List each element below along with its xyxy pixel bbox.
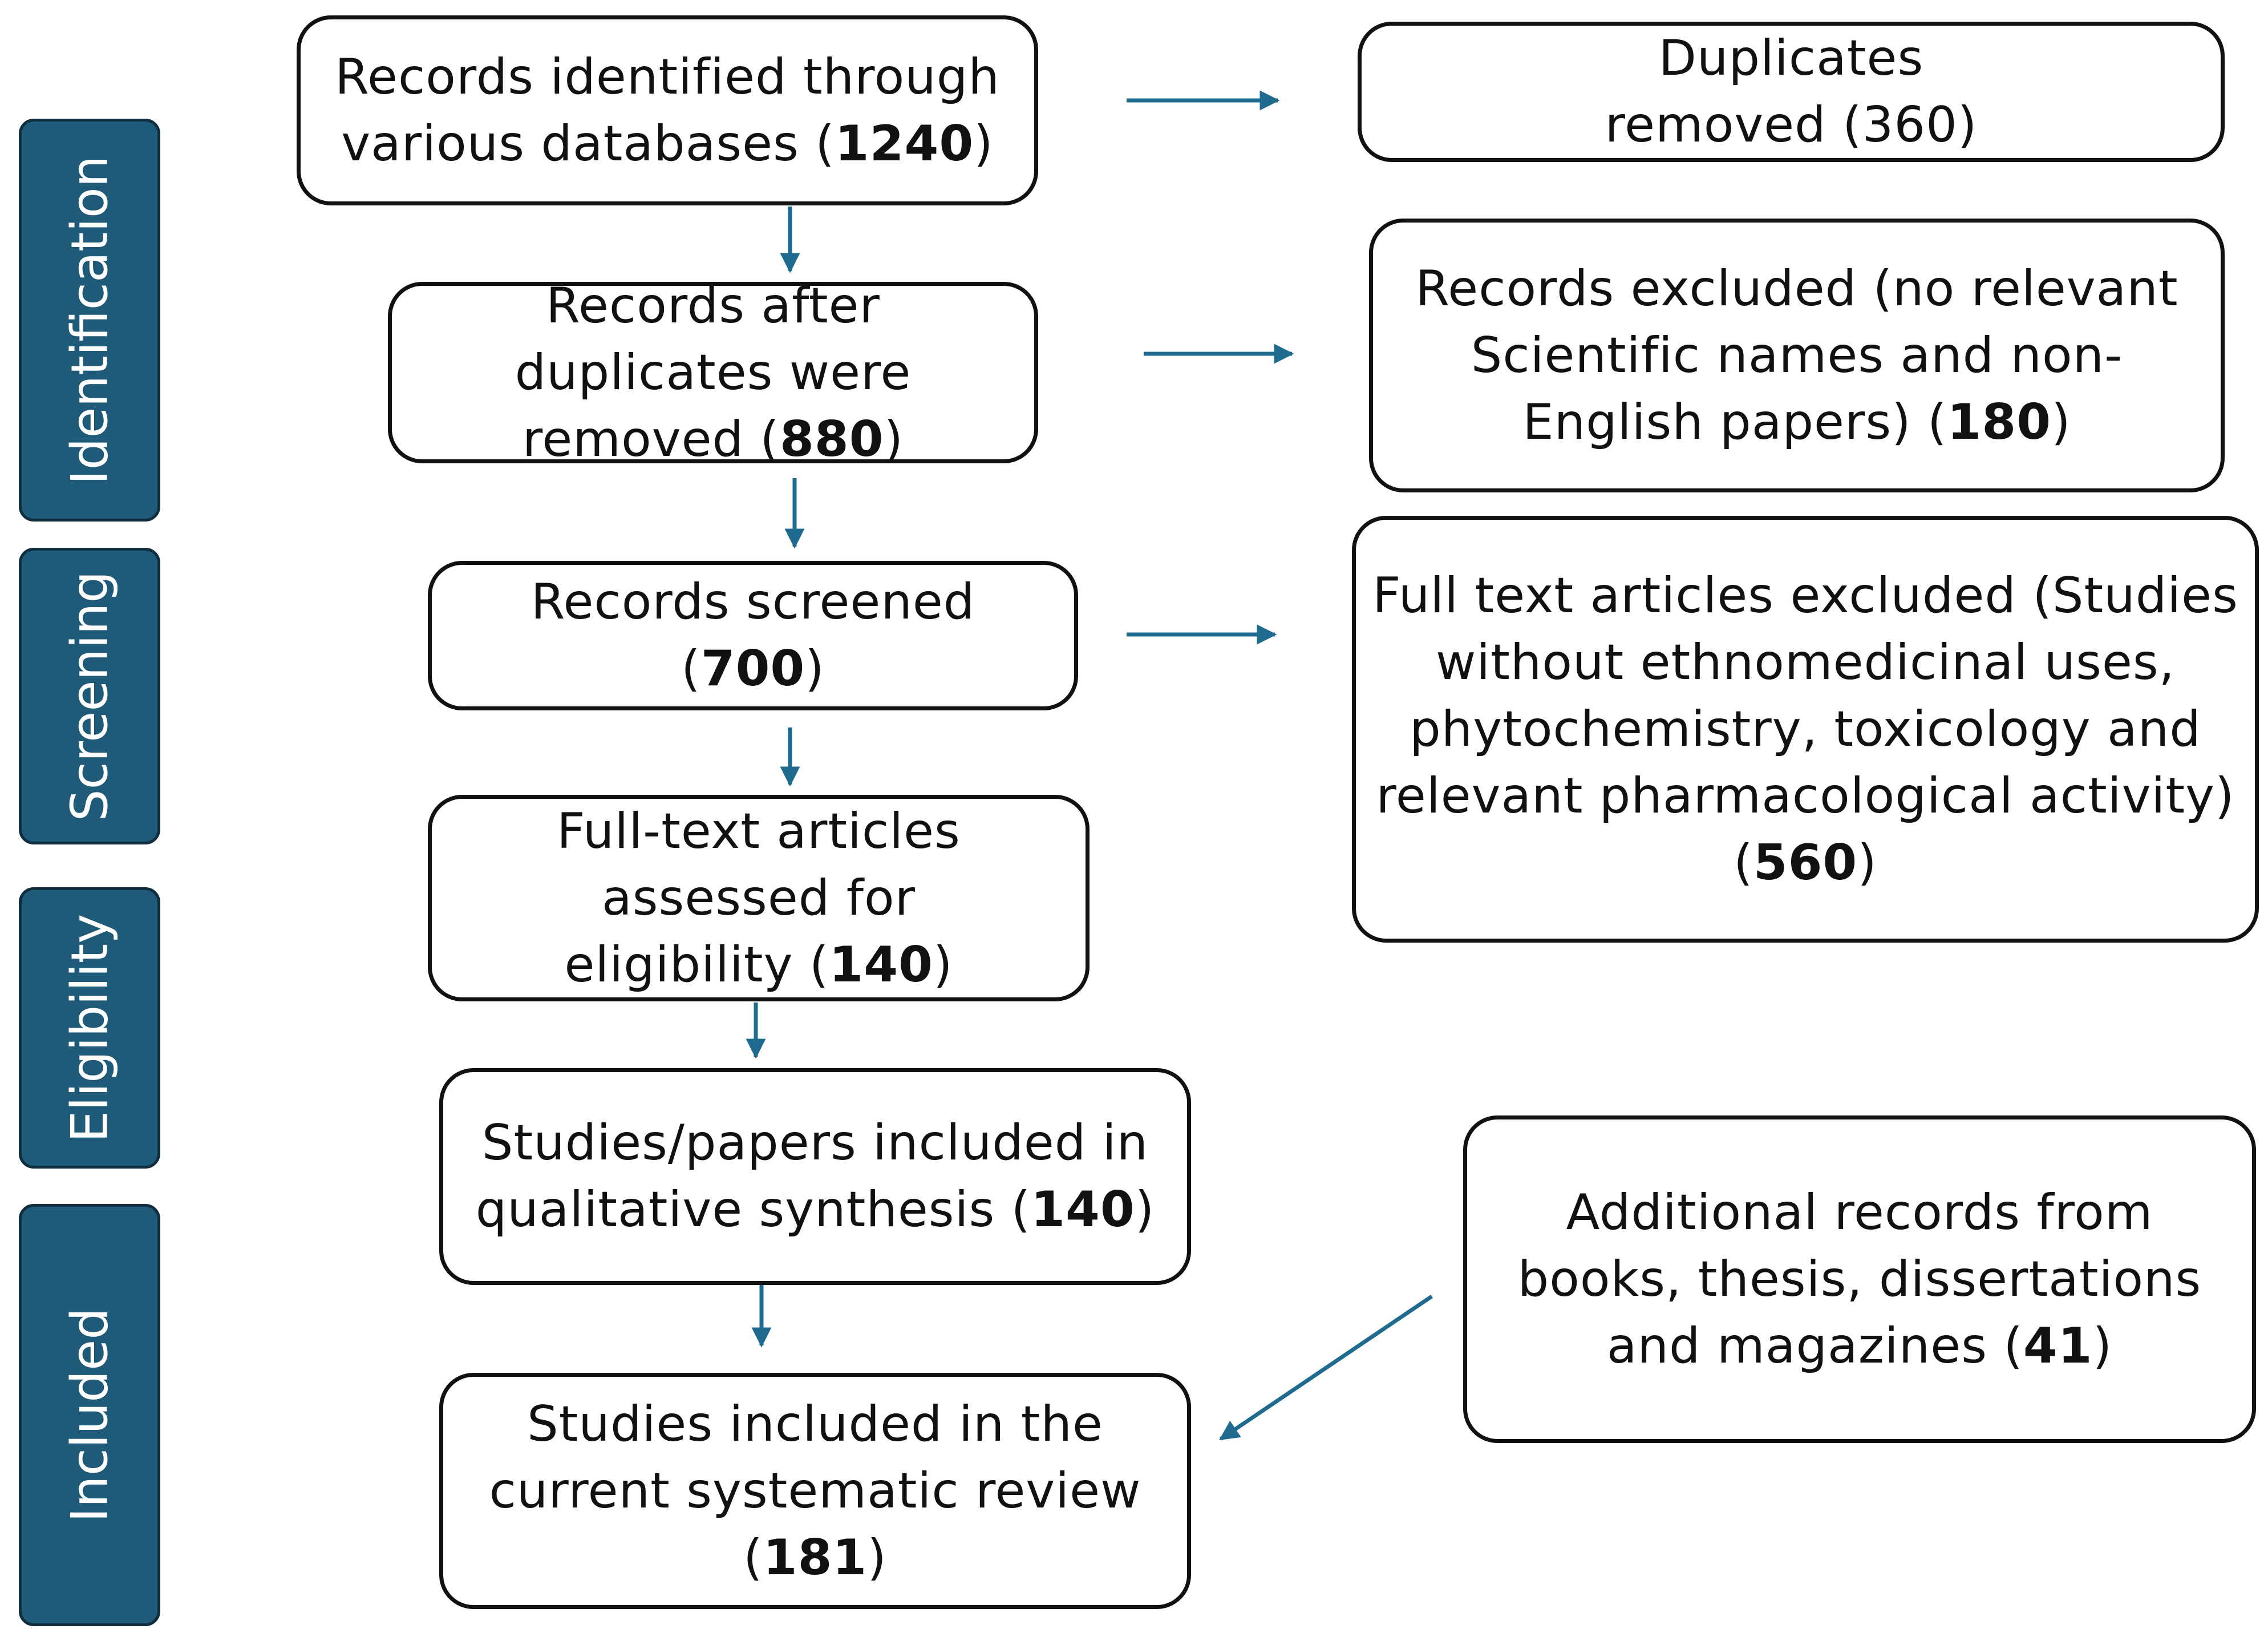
full-text-excluded-count: 560	[1753, 834, 1858, 891]
records-identified-text: Records identified through various datab…	[335, 48, 1000, 172]
full-text-assessed-box: Full-text articles assessed for eligibil…	[428, 795, 1090, 1001]
duplicates-removed-box: Duplicates removed (360)	[1358, 22, 2225, 162]
full-text-excluded-box: Full text articles excluded (Studies wit…	[1352, 516, 2259, 943]
additional-records-box: Additional records from books, thesis, d…	[1463, 1115, 2256, 1443]
stage-identification: Identification	[19, 119, 160, 522]
duplicates-removed-text: Duplicates removed (360)	[1605, 30, 1978, 153]
records-identified-box: Records identified through various datab…	[297, 15, 1038, 205]
additional-records-text: Additional records from books, thesis, d…	[1517, 1183, 2202, 1375]
full-text-assessed-count: 140	[829, 936, 933, 993]
full-text-excluded-text: Full text articles excluded (Studies wit…	[1372, 567, 2238, 891]
records-screened-box: Records screened (700)	[428, 561, 1078, 710]
records-screened-text: Records screened (700)	[530, 573, 975, 697]
additional-records-count: 41	[2023, 1317, 2093, 1375]
current-review-text: Studies included in the current systemat…	[489, 1395, 1141, 1586]
arrow-additional-to-current-review	[1219, 1295, 1433, 1441]
current-review-count: 181	[763, 1529, 868, 1586]
qualitative-synthesis-box: Studies/papers included in qualitative s…	[439, 1068, 1191, 1285]
records-excluded-count: 180	[1947, 393, 2052, 451]
stage-included: Included	[19, 1204, 160, 1626]
after-duplicates-text: Records after duplicates were removed (8…	[515, 277, 912, 468]
stage-eligibility: Eligibility	[19, 887, 160, 1169]
stage-screening: Screening	[19, 548, 160, 844]
records-identified-count: 1240	[835, 115, 974, 172]
records-excluded-box: Records excluded (no relevant Scientific…	[1369, 219, 2225, 492]
duplicates-removed-count: 360	[1862, 96, 1958, 153]
qualitative-synthesis-count: 140	[1031, 1181, 1135, 1238]
qualitative-synthesis-text: Studies/papers included in qualitative s…	[475, 1114, 1155, 1238]
after-duplicates-box: Records after duplicates were removed (8…	[388, 277, 1038, 468]
records-excluded-text: Records excluded (no relevant Scientific…	[1415, 260, 2178, 451]
full-text-assessed-text: Full-text articles assessed for eligibil…	[557, 802, 961, 993]
after-duplicates-count: 880	[779, 410, 884, 468]
records-screened-count: 700	[700, 640, 805, 697]
current-review-box: Studies included in the current systemat…	[439, 1373, 1191, 1609]
